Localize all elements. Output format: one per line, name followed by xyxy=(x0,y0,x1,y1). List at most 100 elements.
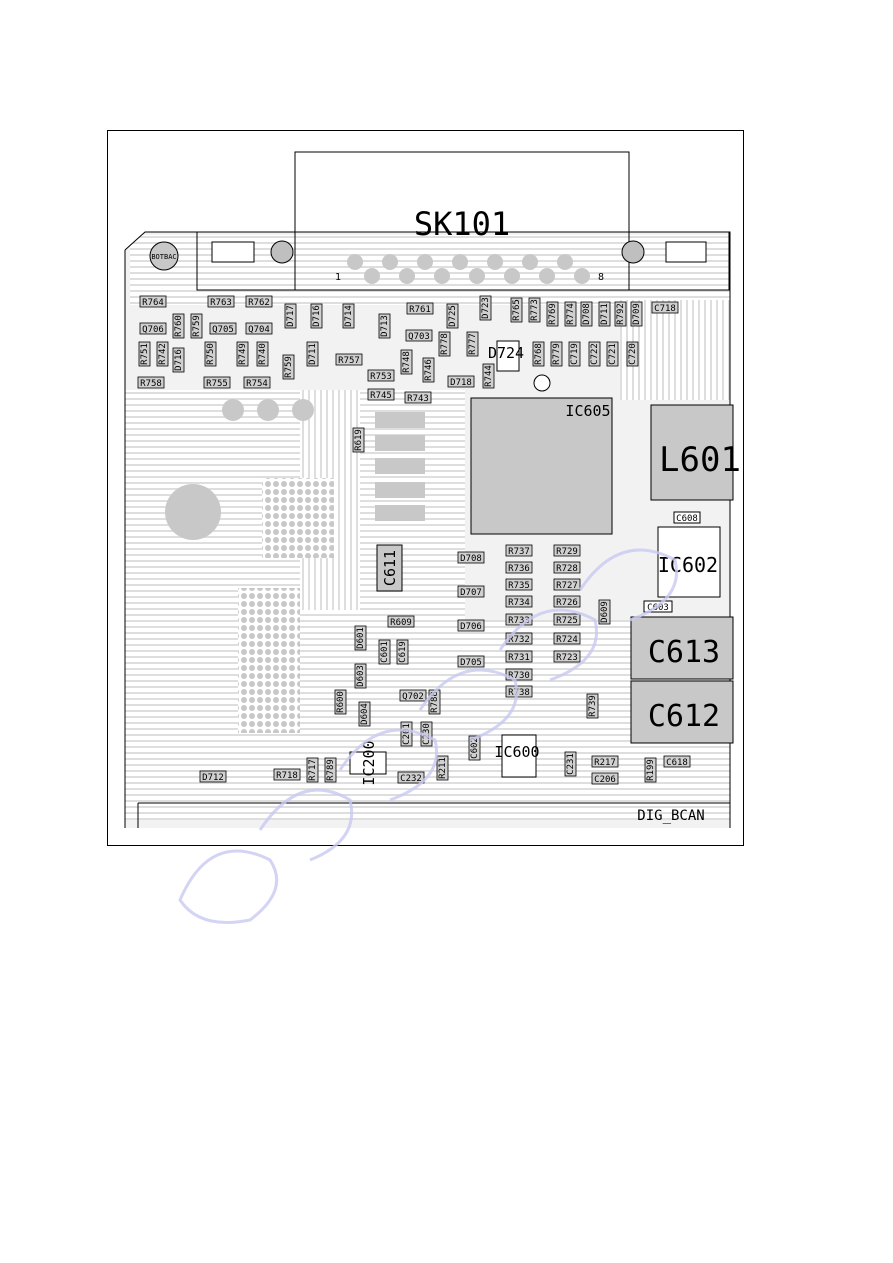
component-r718: R718 xyxy=(273,768,301,781)
component-label: R217 xyxy=(594,758,616,768)
component-label: R779 xyxy=(552,343,562,365)
component-label: R751 xyxy=(140,343,150,365)
component-label: R757 xyxy=(338,356,360,366)
component-label: D711 xyxy=(308,343,318,365)
component-label: R778 xyxy=(440,333,450,355)
component-r737: R737 xyxy=(505,544,533,557)
c611-body xyxy=(376,544,403,592)
component-label: R723 xyxy=(556,653,578,663)
component-d718: D718 xyxy=(447,375,475,388)
component-label: Q704 xyxy=(248,325,270,335)
component-label: D706 xyxy=(460,622,482,632)
component-r749: R749 xyxy=(236,341,249,367)
pin-1-label: 1 xyxy=(335,272,341,283)
component-label: C201 xyxy=(402,723,412,745)
component-r773: R773 xyxy=(528,297,541,323)
component-label: R755 xyxy=(206,379,228,389)
component-r753: R753 xyxy=(367,369,395,382)
component-r739: R739 xyxy=(586,693,599,719)
diagram-frame xyxy=(107,130,744,846)
component-d716: D716 xyxy=(172,347,185,373)
component-r744: R744 xyxy=(482,363,495,389)
component-d712: D712 xyxy=(199,770,227,783)
component-d706: D706 xyxy=(457,619,485,632)
component-r750: R750 xyxy=(204,341,217,367)
component-d601: D601 xyxy=(354,625,367,651)
ic605-label: IC605 xyxy=(565,402,610,420)
ic600-label: IC600 xyxy=(494,743,539,761)
component-label: C718 xyxy=(654,304,676,314)
component-label: R740 xyxy=(258,343,268,365)
component-label: C230 xyxy=(422,723,432,745)
component-r751: R751 xyxy=(138,341,151,367)
component-label: R738 xyxy=(508,688,530,698)
component-d717: D717 xyxy=(284,303,297,329)
component-r734: R734 xyxy=(505,595,533,608)
component-label: R746 xyxy=(424,359,434,381)
component-q706: Q706 xyxy=(139,322,167,335)
component-label: R743 xyxy=(407,394,429,404)
component-r733: R733 xyxy=(505,613,533,626)
component-d714: D714 xyxy=(342,303,355,329)
component-r609: R609 xyxy=(387,615,415,628)
component-label: R761 xyxy=(409,305,431,315)
component-label: R765 xyxy=(512,299,522,321)
component-label: R730 xyxy=(508,671,530,681)
c611-label: C611 xyxy=(381,550,399,586)
component-label: C721 xyxy=(608,343,618,365)
component-label: R736 xyxy=(508,564,530,574)
l601-body xyxy=(650,404,734,501)
component-label: D708 xyxy=(460,554,482,564)
component-d711: D711 xyxy=(306,341,319,367)
component-c719: C719 xyxy=(568,341,581,367)
component-label: R609 xyxy=(390,618,412,628)
component-label: D601 xyxy=(356,627,366,649)
component-c601: C601 xyxy=(378,639,391,665)
component-r759: R759 xyxy=(282,354,295,380)
component-c201: C201 xyxy=(400,721,413,747)
component-r743: R743 xyxy=(404,391,432,404)
component-label: C722 xyxy=(590,343,600,365)
component-label: R759 xyxy=(284,356,294,378)
component-r735: R735 xyxy=(505,578,533,591)
component-label: C232 xyxy=(400,774,422,784)
component-label: D707 xyxy=(460,588,482,598)
ic605-body xyxy=(470,397,613,535)
component-label: D709 xyxy=(632,303,642,325)
component-label: C720 xyxy=(628,343,638,365)
component-label: D716 xyxy=(174,349,184,371)
component-r740: R740 xyxy=(256,341,269,367)
component-label: R726 xyxy=(556,598,578,608)
component-r788: R788 xyxy=(428,689,441,715)
component-r759: R759 xyxy=(190,313,203,339)
sk101-label: SK101 xyxy=(414,205,510,243)
component-label: D713 xyxy=(380,315,390,337)
component-c232: C232 xyxy=(397,771,425,784)
component-label: R777 xyxy=(468,333,478,355)
component-r199: R199 xyxy=(644,757,657,783)
component-r769: R769 xyxy=(546,301,559,327)
component-label: R748 xyxy=(402,351,412,373)
c613-label: C613 xyxy=(648,635,720,670)
c612-body xyxy=(630,680,734,744)
component-label: Q702 xyxy=(402,692,424,702)
component-r777: R777 xyxy=(466,331,479,357)
component-c618: C618 xyxy=(663,755,691,768)
fiducial-label: BOTBAC xyxy=(151,253,176,261)
component-label: R737 xyxy=(508,547,530,557)
component-d711: D711 xyxy=(598,301,611,327)
component-r211: R211 xyxy=(436,755,449,781)
component-r774: R774 xyxy=(564,301,577,327)
component-r729: R729 xyxy=(553,544,581,557)
component-d603: D603 xyxy=(354,663,367,689)
component-label: R735 xyxy=(508,581,530,591)
component-label: R789 xyxy=(326,759,336,781)
component-d709: D709 xyxy=(630,301,643,327)
ic200-label: IC200 xyxy=(360,740,378,785)
component-d708: D708 xyxy=(580,301,593,327)
c603-label: C603 xyxy=(647,603,669,613)
component-d705: D705 xyxy=(457,655,485,668)
component-label: D604 xyxy=(360,703,370,725)
component-r754: R754 xyxy=(243,376,271,389)
